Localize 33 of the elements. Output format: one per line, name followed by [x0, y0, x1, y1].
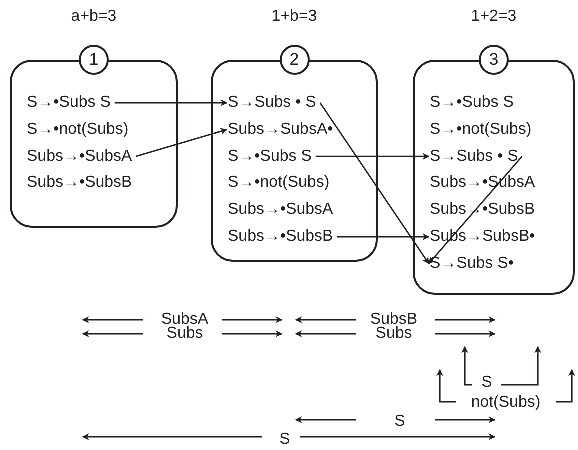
grammar-item: Subs→SubsA• [228, 120, 334, 139]
symbol-label: SubsA [161, 312, 209, 327]
grammar-item: Subs→•SubsB [27, 174, 132, 192]
grammar-item: S→•Subs S [27, 94, 111, 112]
arrow [114, 100, 228, 106]
grammar-item: Subs→•SubsA [228, 201, 334, 220]
heading: 1+2=3 [471, 8, 517, 26]
symbol-label: S [482, 375, 492, 390]
arrow [136, 128, 228, 158]
heading: a+b=3 [71, 8, 117, 26]
symbol-label: S [394, 414, 406, 429]
grammar-item: S→•Subs S [430, 94, 514, 112]
symbol-label: Subs [166, 326, 204, 341]
state-number: 3 [479, 45, 509, 75]
grammar-item: S→Subs S• [430, 254, 514, 273]
arrow [337, 234, 430, 240]
arrow [320, 102, 430, 264]
arrow [316, 153, 430, 160]
heading: 1+b=3 [272, 8, 318, 26]
symbol-label: SubsB [370, 312, 418, 327]
state-number: 1 [79, 45, 109, 75]
grammar-item: Subs→•SubsB [228, 228, 334, 246]
state-number: 2 [280, 45, 310, 75]
grammar-item: Subs→•SubsA [27, 148, 132, 166]
grammar-item: S→•not(Subs) [430, 120, 532, 139]
grammar-item: S→•Subs S [228, 148, 312, 166]
symbol-label: S [280, 432, 290, 447]
symbol-label: not(Subs) [471, 395, 541, 410]
grammar-item: S→Subs • S [430, 148, 518, 166]
symbol-label: Subs [376, 326, 412, 341]
grammar-item: S→Subs • S [228, 94, 316, 112]
grammar-item: S→•not(Subs) [228, 174, 330, 192]
grammar-item: S→•not(Subs) [27, 120, 129, 139]
